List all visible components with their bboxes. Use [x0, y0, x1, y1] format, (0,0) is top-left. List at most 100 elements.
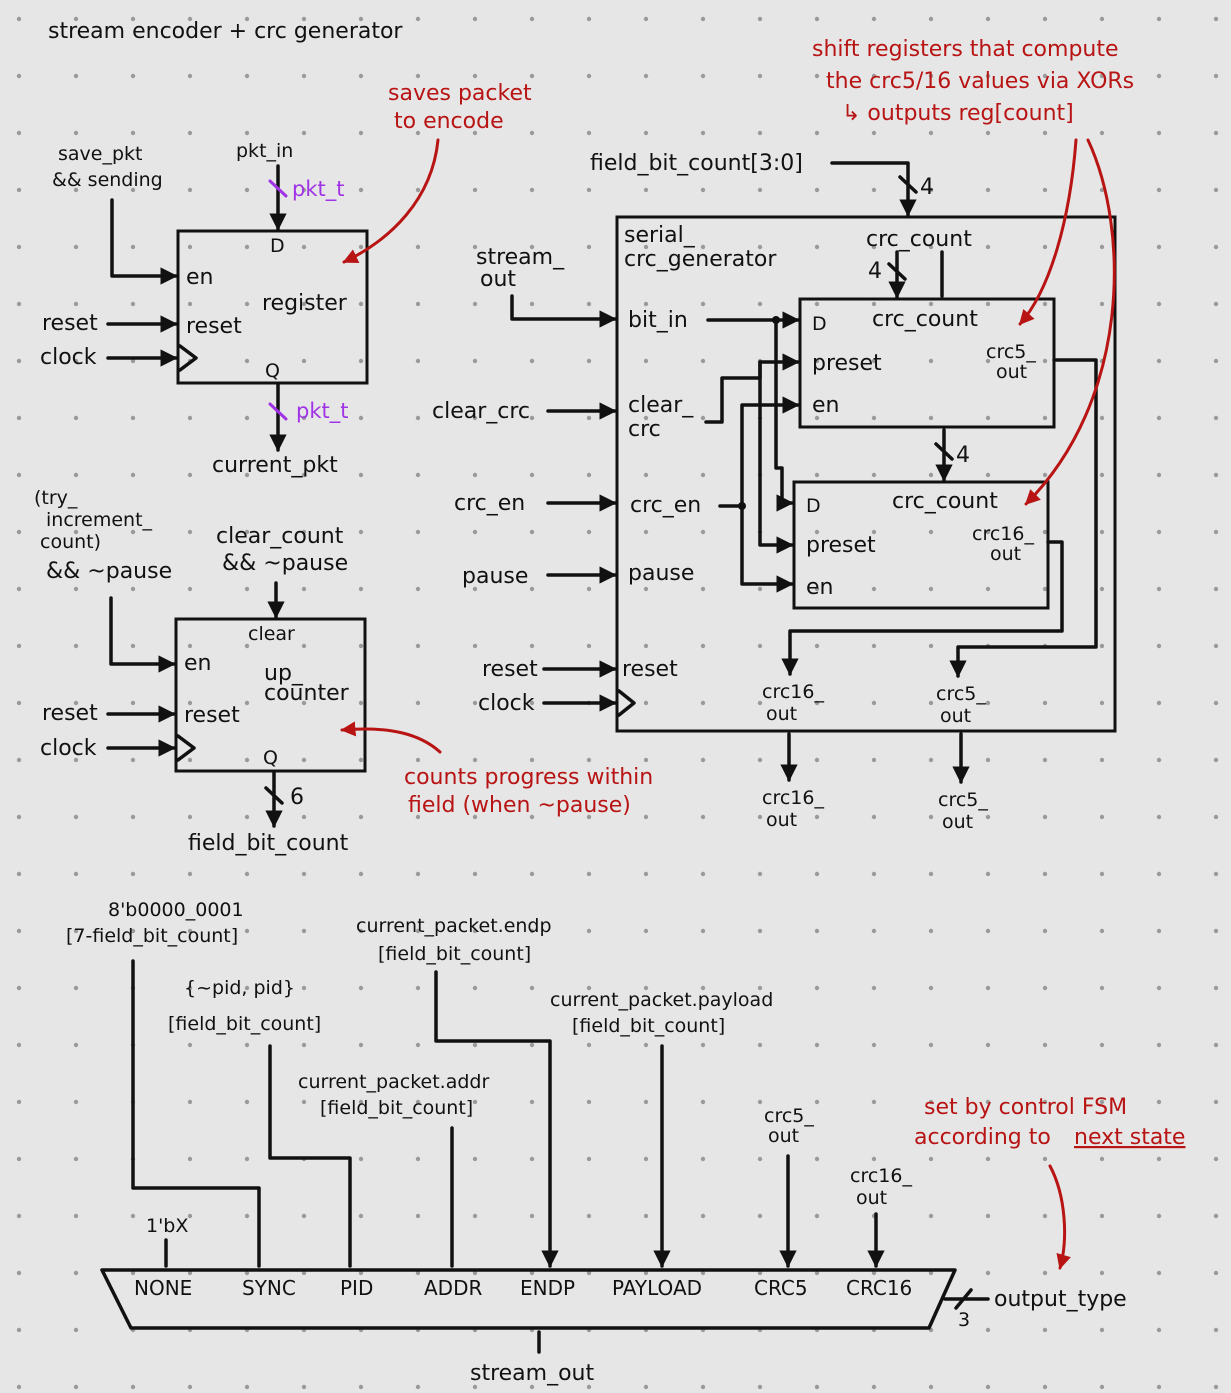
crc-count-bus-slash-a	[887, 262, 907, 281]
crc-bit-in-to-crc16	[774, 318, 794, 512]
mux-source-payload-line2: [field_bit_count]	[572, 1015, 725, 1037]
counter-en-signal-line1: (try_	[34, 487, 78, 509]
crc-out-port-crc16-line1: crc16_	[762, 681, 824, 703]
mux-input-crc16: CRC16	[846, 1276, 912, 1300]
register-reset-label: reset	[42, 311, 98, 336]
register-output-bus-type: pkt_t	[296, 399, 348, 424]
mux-body	[100, 1268, 957, 1330]
crc16-port-out-line1: crc16_	[972, 523, 1034, 545]
crc16-port-preset: preset	[806, 533, 876, 558]
counter-en-signal-line3: count)	[40, 531, 101, 553]
counter-en-signal-line2: increment_	[46, 509, 153, 531]
crc-port-clear-crc-line1: clear_	[628, 393, 694, 418]
crc16-port-out-line2: out	[990, 543, 1021, 565]
crc-note-line3: ↳ outputs reg[count]	[842, 101, 1074, 126]
counter-note-line2: field (when ~pause)	[408, 793, 631, 818]
crc-count-width-inner: 4	[956, 443, 970, 468]
mux-endp-wire	[434, 970, 559, 1268]
register-name: register	[262, 291, 348, 316]
register-en-wire	[110, 198, 178, 285]
mux-source-sync-line1: 8'b0000_0001	[108, 899, 244, 921]
counter-output-width: 6	[290, 785, 304, 810]
crc-clear-to-crc5-preset	[704, 353, 800, 424]
crc-note-arrow-crc5	[1018, 138, 1078, 326]
counter-name-line1: up_	[264, 661, 304, 686]
counter-en-signal-line4: && ~pause	[46, 559, 172, 584]
diagram-title: stream encoder + crc generator	[48, 19, 403, 44]
mux-output-label: stream_out	[470, 1361, 595, 1386]
mux-select-bus-slash	[954, 1288, 973, 1310]
counter-block: clear up_ counter Q en reset (try_ incre…	[34, 487, 653, 856]
crc-output-crc5-line1: crc5_	[938, 789, 988, 811]
mux-source-sync-line2: [7-field_bit_count]	[66, 925, 238, 947]
crc-count-width-a: 4	[868, 259, 882, 284]
crc-note-line1: shift registers that compute	[812, 37, 1119, 62]
crc-field-input-wire	[830, 161, 917, 217]
register-block: register D Q en reset save_pkt && sendin…	[40, 81, 532, 478]
crc5-port-out-line1: crc5_	[986, 341, 1036, 363]
crc-stream-out-wire	[510, 294, 617, 328]
mux-note-line1: set by control FSM	[924, 1095, 1127, 1120]
mux-source-crc16-line1: crc16_	[850, 1165, 912, 1187]
mux-source-none-const: 1'bX	[146, 1215, 188, 1237]
mux-note-line2: according to	[914, 1125, 1051, 1150]
mux-source-payload-line1: current_packet.payload	[550, 989, 773, 1011]
counter-clock-label: clock	[40, 736, 97, 761]
register-port-d: D	[270, 235, 285, 257]
crc-port-bit-in: bit_in	[628, 308, 688, 333]
counter-port-q: Q	[263, 747, 278, 769]
crc-output-crc5-line2: out	[942, 811, 973, 833]
mux-source-crc5-line1: crc5_	[764, 1105, 814, 1127]
crc-input-reset: reset	[482, 657, 538, 682]
register-note-arrow	[342, 138, 440, 264]
counter-clock-triangle	[176, 734, 196, 762]
counter-note-line1: counts progress within	[404, 765, 653, 790]
crc-input-crc-en: crc_en	[454, 491, 525, 516]
crc-field-input-label: field_bit_count[3:0]	[590, 151, 803, 176]
crc-input-clear-crc: clear_crc	[432, 399, 530, 424]
crc-clock-triangle	[617, 689, 636, 717]
crc-en-to-crc5-en	[718, 396, 800, 508]
mux-source-endp-line2: [field_bit_count]	[378, 943, 531, 965]
counter-note-arrow	[340, 721, 442, 754]
crc-input-stream-out-line1: stream_	[476, 245, 565, 270]
counter-box	[174, 617, 367, 773]
crc-out-port-crc5-line2: out	[940, 705, 971, 727]
mux-sync-wire	[131, 959, 261, 1268]
mux-input-endp: ENDP	[520, 1276, 575, 1300]
mux-note-arrow	[1048, 1164, 1071, 1270]
crc-port-crc-count: crc_count	[866, 227, 972, 252]
crc5-out-wire	[949, 358, 1098, 678]
output-mux-block: NONE SYNC PID ADDR ENDP PAYLOAD CRC5 CRC…	[66, 899, 1185, 1386]
register-note-line2: to encode	[394, 109, 504, 134]
mux-input-crc5: CRC5	[754, 1276, 808, 1300]
mux-source-crc5-line2: out	[768, 1125, 799, 1147]
crc-output-crc16-line1: crc16_	[762, 787, 824, 809]
mux-input-pid: PID	[340, 1276, 373, 1300]
mux-input-payload: PAYLOAD	[612, 1276, 702, 1300]
mux-input-sync: SYNC	[242, 1276, 296, 1300]
crc-field-bus-slash	[898, 175, 918, 194]
crc-field-width: 4	[920, 175, 934, 200]
mux-input-none: NONE	[134, 1276, 192, 1300]
crc16-port-en: en	[806, 575, 833, 600]
crc-out-port-crc16-line2: out	[766, 703, 797, 725]
counter-clear-signal-line2: && ~pause	[222, 551, 348, 576]
crc5-port-out-line2: out	[996, 361, 1027, 383]
crc16-port-d: D	[806, 495, 821, 517]
counter-port-en: en	[184, 651, 211, 676]
crc-generator-block: serial_ crc_generator field_bit_count[3:…	[432, 37, 1134, 833]
crc-port-reset: reset	[622, 657, 678, 682]
crc-input-clock: clock	[478, 691, 535, 716]
register-input-bus-slash	[268, 179, 288, 198]
counter-en-wire	[109, 596, 176, 673]
crc-generator-box	[615, 215, 1117, 733]
crc5-port-count: crc_count	[872, 307, 978, 332]
mux-source-crc16-line2: out	[856, 1187, 887, 1209]
crc-out-port-crc5-line1: crc5_	[936, 683, 986, 705]
register-port-q: Q	[265, 360, 280, 382]
crc16-port-count: crc_count	[892, 489, 998, 514]
counter-port-clear: clear	[248, 623, 295, 645]
counter-reset-label: reset	[42, 701, 98, 726]
